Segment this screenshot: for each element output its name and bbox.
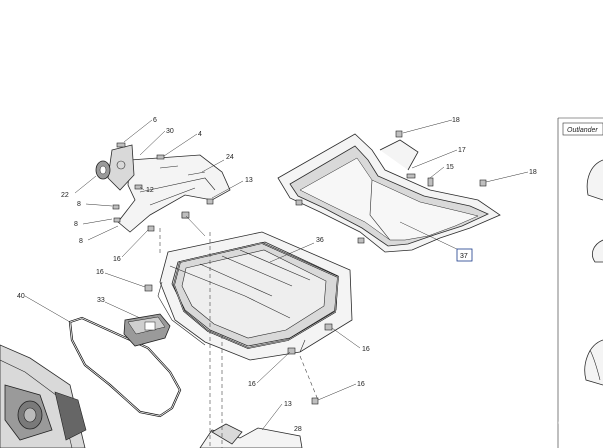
callout-37-box <box>456 248 473 262</box>
callout-labels: 6 30 4 24 22 12 8 8 8 13 16 16 16 16 16 … <box>17 117 537 433</box>
callout-8-middle: 8 <box>74 221 78 228</box>
alignment-lines <box>159 228 319 448</box>
callout-28: 28 <box>294 426 302 433</box>
callout-15: 15 <box>446 164 454 171</box>
callout-13-lower: 13 <box>284 401 292 408</box>
watermark-dot-icon <box>503 415 513 425</box>
callout-24: 24 <box>226 154 234 161</box>
inset-panel: Outlander <box>557 117 603 448</box>
storage-tub <box>144 211 353 361</box>
callout-16-a: 16 <box>113 256 121 263</box>
callout-17: 17 <box>458 147 466 154</box>
callout-30: 30 <box>166 128 174 135</box>
callout-18-upper: 18 <box>452 117 460 124</box>
callout-8-top: 8 <box>77 201 81 208</box>
callout-36: 36 <box>316 237 324 244</box>
callout-40: 40 <box>17 293 25 300</box>
callout-16-b: 16 <box>96 269 104 276</box>
callout-16-c: 16 <box>362 346 370 353</box>
side-panel <box>0 344 87 448</box>
callout-37: 37 <box>460 253 468 260</box>
storage-lid <box>277 130 501 253</box>
callout-16-e: 16 <box>357 381 365 388</box>
callout-16-d: 16 <box>248 381 256 388</box>
callout-18-right: 18 <box>529 169 537 176</box>
bottom-bracket <box>199 397 319 448</box>
watermark: Avito <box>503 411 568 431</box>
seat-frame-bracket <box>95 142 231 233</box>
latch-part <box>123 313 171 347</box>
callout-13-upper: 13 <box>245 177 253 184</box>
inset-title: Outlander <box>567 127 598 134</box>
callout-12: 12 <box>146 187 154 194</box>
callout-22: 22 <box>61 192 69 199</box>
leader-lines <box>24 119 529 431</box>
watermark-text: Avito <box>528 414 568 431</box>
callout-6: 6 <box>153 117 157 124</box>
callout-33: 33 <box>97 297 105 304</box>
callout-4: 4 <box>198 131 202 138</box>
callout-8-bottom: 8 <box>79 238 83 245</box>
